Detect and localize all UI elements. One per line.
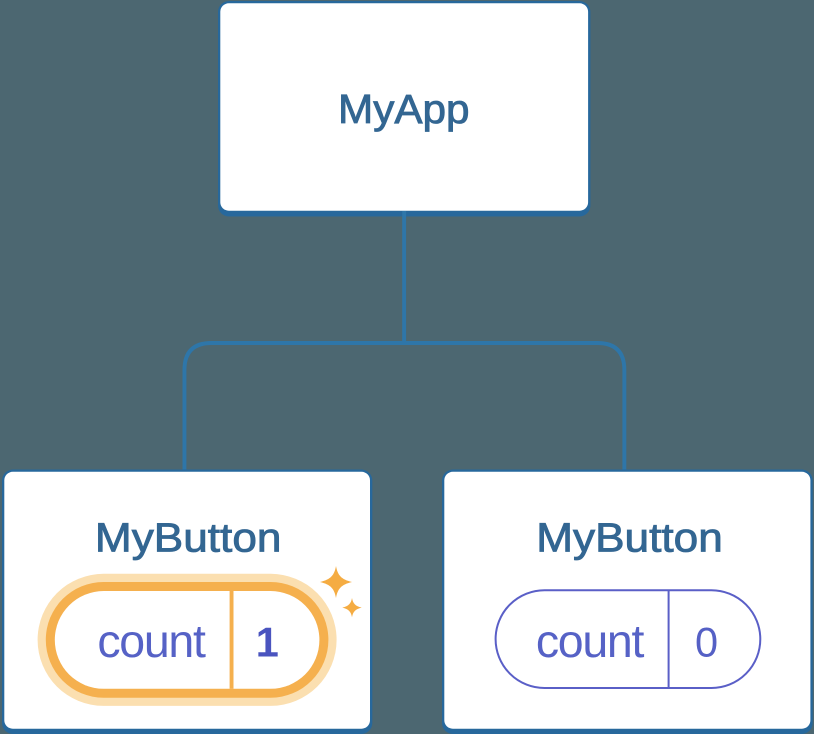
svg-text:count: count xyxy=(97,615,206,667)
svg-text:1: 1 xyxy=(256,618,279,665)
svg-text:count: count xyxy=(536,615,645,667)
svg-text:MyButton: MyButton xyxy=(536,514,723,560)
svg-text:MyButton: MyButton xyxy=(95,514,282,560)
svg-text:0: 0 xyxy=(695,619,718,666)
svg-text:MyApp: MyApp xyxy=(338,86,470,132)
